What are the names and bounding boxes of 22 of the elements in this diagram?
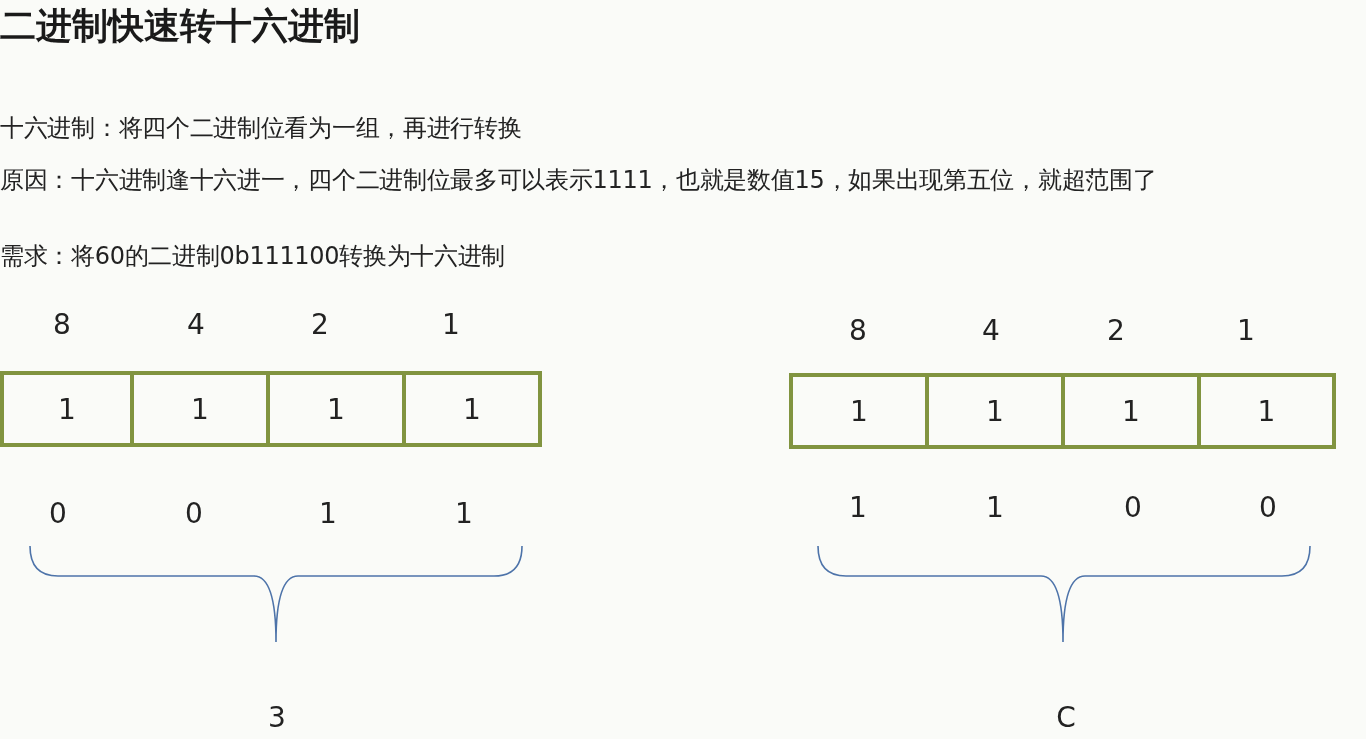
- bit-value: 0: [1259, 490, 1277, 526]
- bit-value: 0: [185, 496, 203, 532]
- bit-weight: 4: [187, 307, 205, 343]
- bit-value: 1: [319, 496, 337, 532]
- bit-weight: 4: [982, 313, 1000, 349]
- bit-weight: 2: [311, 307, 329, 343]
- hex-digit: 3: [268, 700, 286, 736]
- bit-weight: 2: [1107, 313, 1125, 349]
- bit-weight: 1: [442, 307, 460, 343]
- text-line: 原因：十六进制逢十六进一，四个二进制位最多可以表示1111，也就是数值15，如果出现第五位，就超范围了: [0, 165, 1157, 196]
- bit-value: 1: [849, 490, 867, 526]
- bit-weight: 1: [1237, 313, 1255, 349]
- bit-weight: 8: [849, 313, 867, 349]
- bit-value: 1: [455, 496, 473, 532]
- text-line: 需求：将60的二进制0b111100转换为十六进制: [0, 241, 506, 272]
- bit-weight: 8: [53, 307, 71, 343]
- bit-value: 0: [49, 496, 67, 532]
- title: 二进制快速转十六进制: [0, 4, 360, 48]
- bit-value: 0: [1124, 490, 1142, 526]
- hex-digit: C: [1056, 700, 1076, 736]
- bit-value: 1: [986, 490, 1004, 526]
- text-line: 十六进制：将四个二进制位看为一组，再进行转换: [0, 113, 522, 144]
